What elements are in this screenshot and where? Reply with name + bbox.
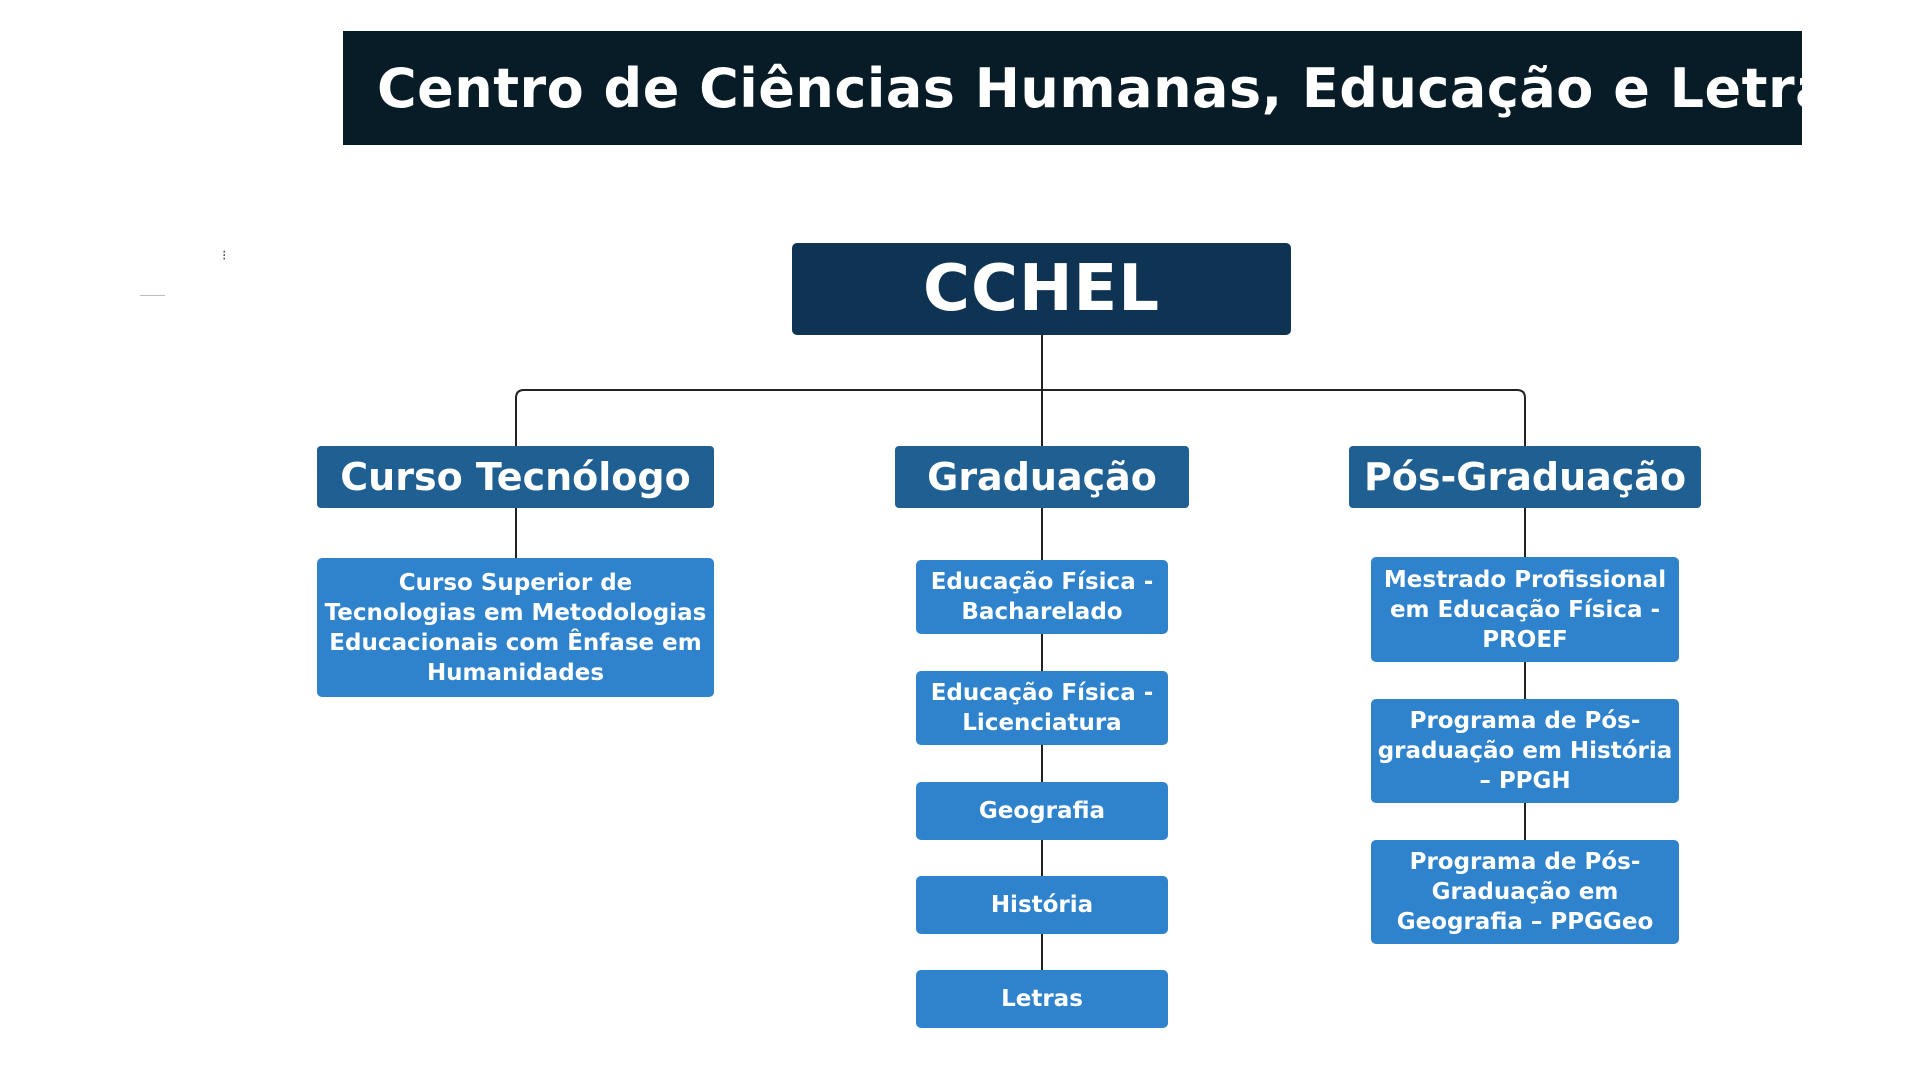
category-pos-graduacao: Pós-Graduação [1349,446,1701,508]
header-banner: Centro de Ciências Humanas, Educação e L… [343,31,1864,145]
leaf-geografia: Geografia [916,782,1168,840]
leaf-label: História [990,892,1094,918]
root-node-cchel: CCHEL [792,243,1291,335]
leaf-curso-superior-tecnologias: Curso Superior de Tecnologias em Metodol… [317,558,714,697]
page-title: Centro de Ciências Humanas, Educação e L… [377,56,1865,120]
leaf-label: Programa de Pós-graduação em História – … [1377,708,1673,794]
leaf-educacao-fisica-licenciatura: Educação Física - Licenciatura [916,671,1168,745]
category-curso-tecnologo: Curso Tecnólogo [317,446,714,508]
leaf-letras: Letras [916,970,1168,1028]
category-graduacao: Graduação [895,446,1189,508]
leaf-label: Educação Física - Licenciatura [930,680,1154,736]
leaf-label: Mestrado Profissional em Educação Física… [1383,566,1667,653]
connector-bus-right-corner [1516,389,1526,447]
leaf-educacao-fisica-bacharelado: Educação Física - Bacharelado [916,560,1168,634]
leaf-label: Geografia [978,798,1106,824]
leaf-label: Curso Superior de Tecnologias em Metodol… [324,569,707,686]
connector-bus-left-corner [515,389,525,447]
leaf-label: Programa de Pós-Graduação em Geografia –… [1396,849,1654,935]
stray-mark-icon: ⁝ [222,248,227,264]
leaf-programa-ppgh: Programa de Pós-graduação em História – … [1371,699,1679,803]
leaf-historia: História [916,876,1168,934]
category-label: Curso Tecnólogo [340,455,691,499]
category-label: Graduação [927,455,1157,499]
leaf-mestrado-proef: Mestrado Profissional em Educação Física… [1371,557,1679,662]
stray-line [140,295,165,296]
leaf-label: Letras [1001,986,1083,1012]
root-label: CCHEL [923,252,1160,326]
leaf-label: Educação Física - Bacharelado [930,569,1154,625]
category-label: Pós-Graduação [1363,455,1687,499]
leaf-programa-ppggeo: Programa de Pós-Graduação em Geografia –… [1371,840,1679,944]
